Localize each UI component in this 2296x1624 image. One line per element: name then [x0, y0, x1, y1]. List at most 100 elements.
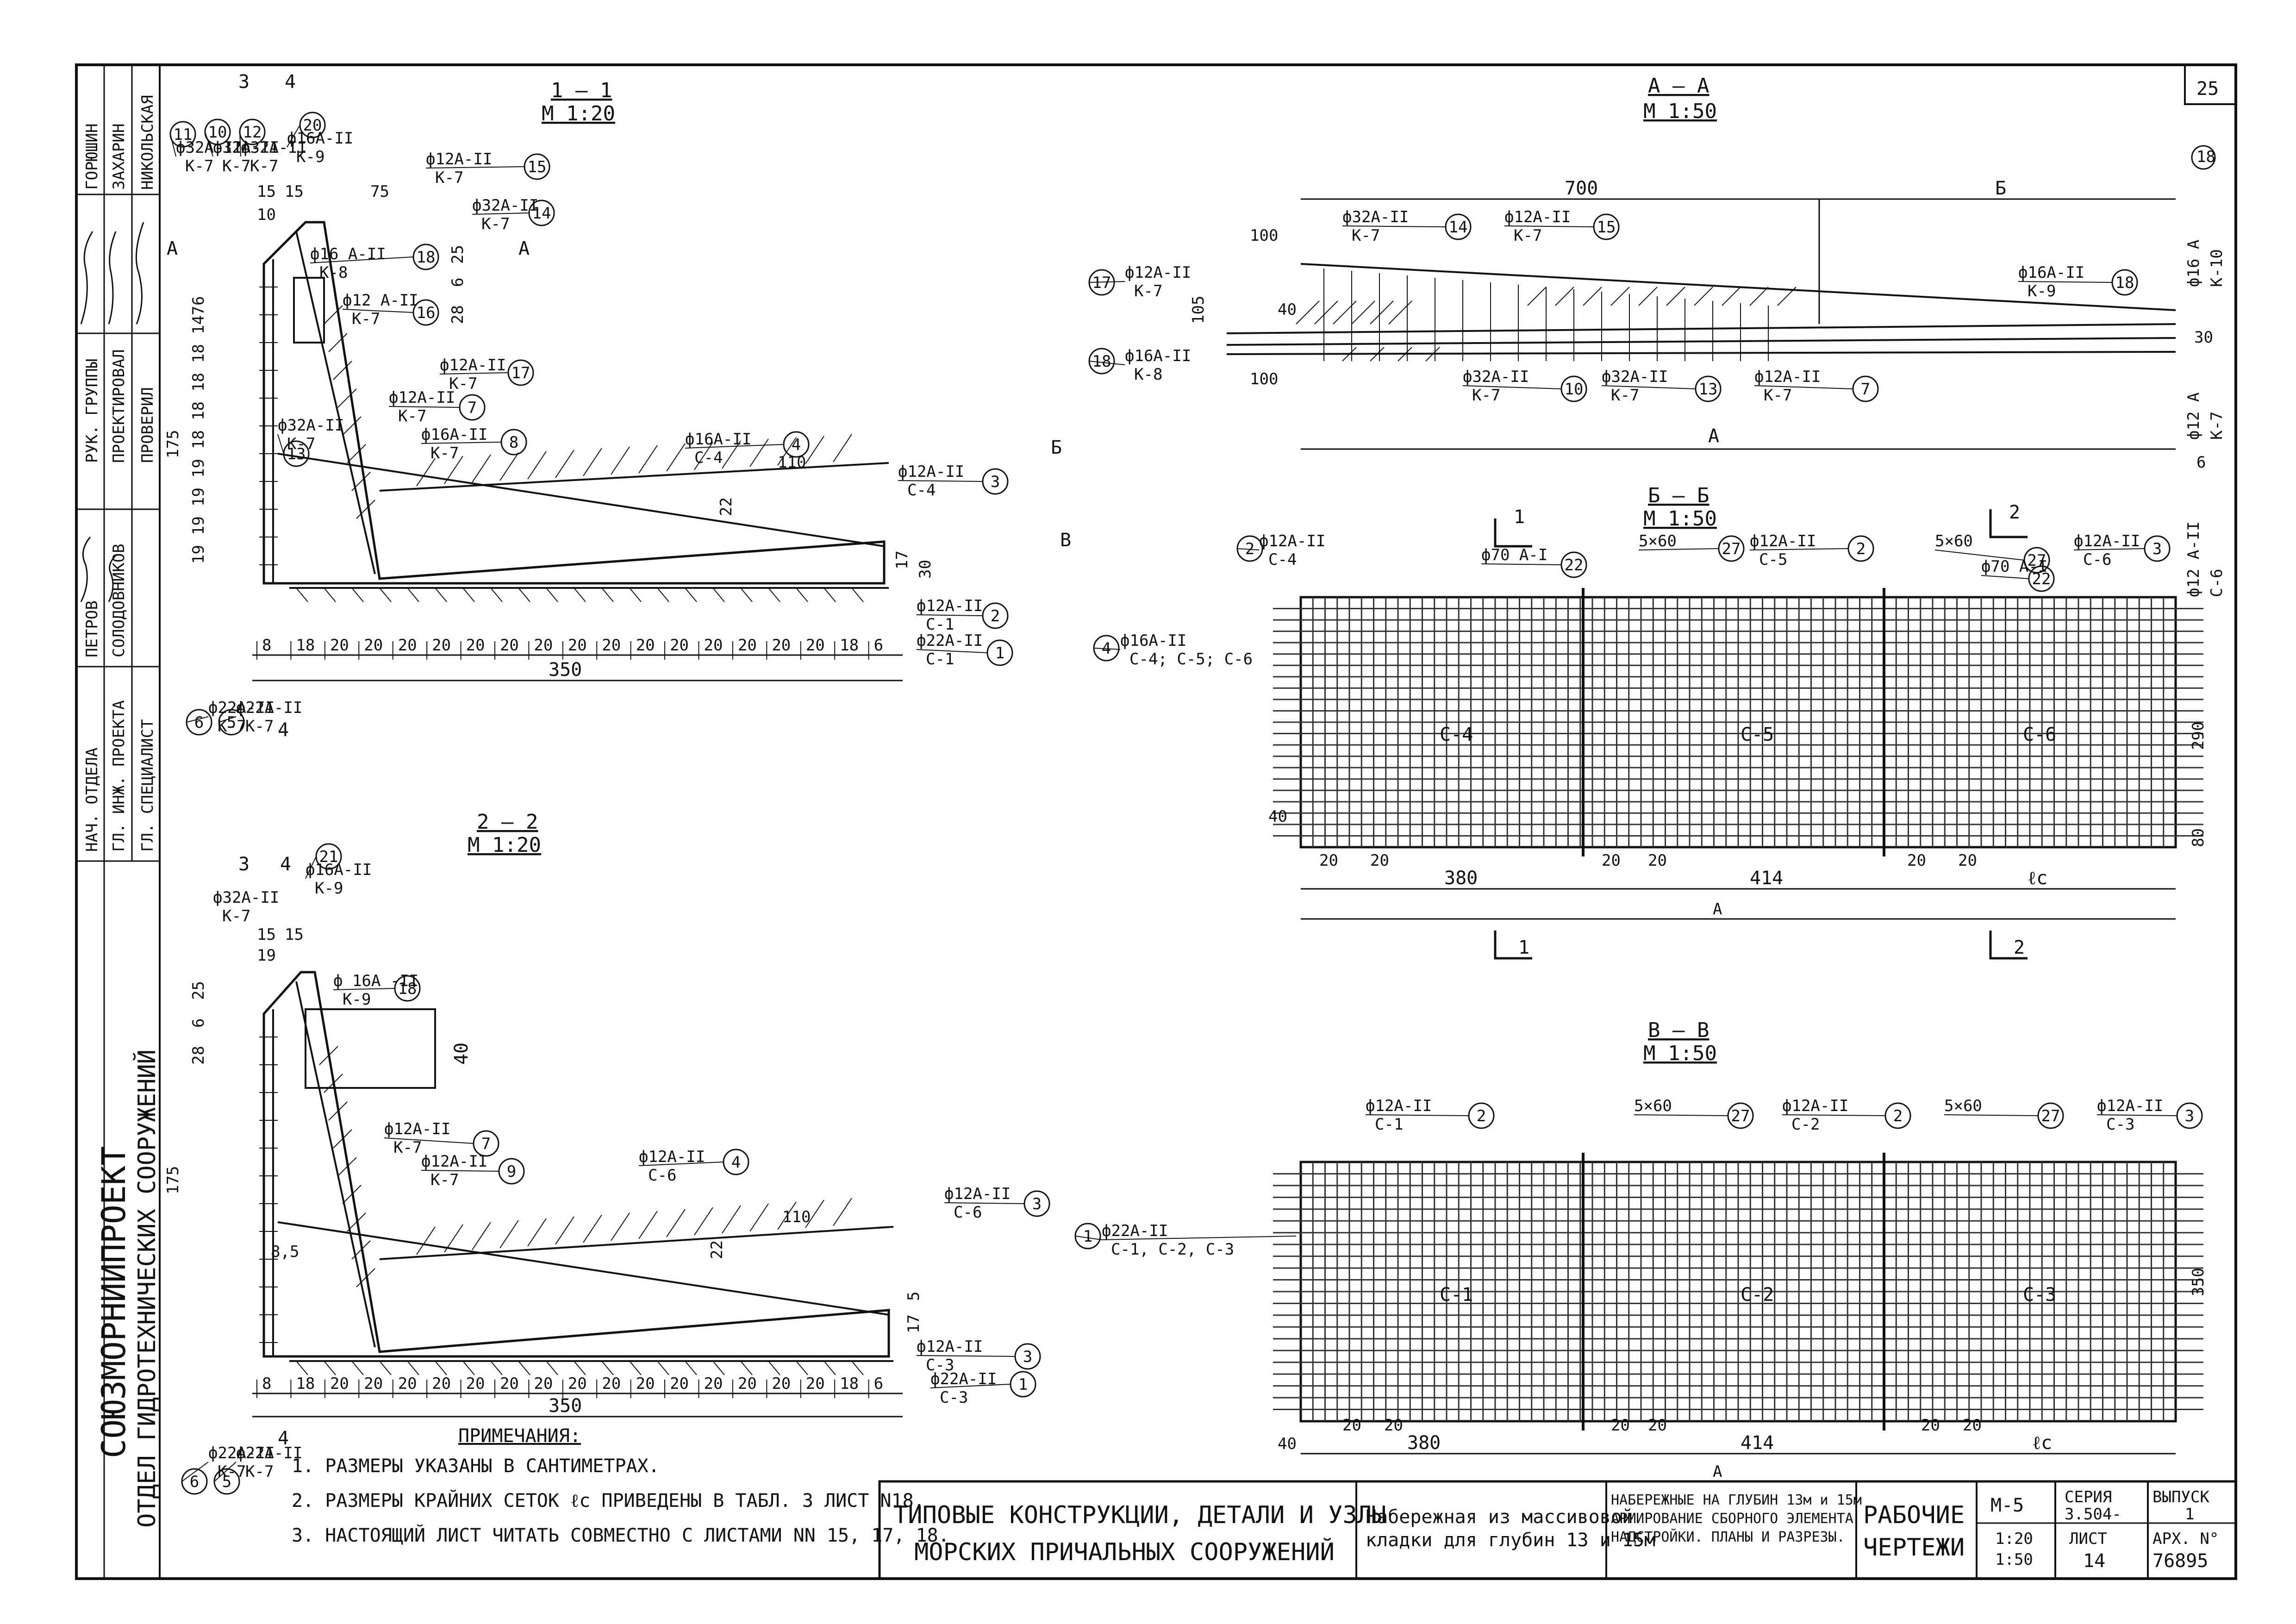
callout-2-2-6-label: ф22А-II — [208, 1444, 275, 1462]
callout-1-1-14-label: ф32А-II — [472, 196, 538, 215]
section-b-b-dim-414: 414 — [1750, 868, 1783, 889]
callout-1-1-7-label: ф12А-II — [389, 388, 455, 407]
section-1-1-bottom-dim: 20 — [602, 636, 621, 655]
section-1-1-dim-350: 350 — [549, 659, 582, 681]
section-1-1-dim-15a: 15 — [257, 182, 276, 201]
title-sheet-label: ЛИСТ — [2069, 1530, 2107, 1548]
callout-bb-2b-sub: С-5 — [1759, 550, 1787, 569]
callout-2-2-21-sub: К-9 — [315, 879, 343, 898]
callout-2-2-9-label: ф12А-II — [421, 1152, 487, 1171]
callout-bb-22-number: 22 — [1565, 556, 1584, 575]
callout-1-1-16-number: 16 — [417, 304, 436, 322]
callout-1-1-5-number: 5 — [227, 713, 236, 732]
signature-name-4: ГОРЮШИН — [83, 124, 101, 190]
section-2-2-bottom-dim: 20 — [602, 1374, 621, 1393]
callout-2-2-5: ф22А-IIК-75 — [213, 1444, 302, 1495]
callout-1-1-1-underline — [916, 649, 988, 653]
callout-1-1-13-number: 13 — [287, 445, 306, 463]
section-2-2-dim-25: 25 — [189, 981, 208, 1000]
callout-vv-27b-label: 5×60 — [1944, 1097, 1982, 1115]
callout-1-1-4-underline — [685, 444, 784, 449]
signature-name-5: ЗАХАРИН — [110, 124, 128, 190]
callout-vv-3-number: 3 — [2185, 1107, 2194, 1125]
callout-1-1-1-number: 1 — [995, 644, 1004, 662]
section-2-2-dim-bot4: 4 — [278, 1428, 289, 1449]
section-a-a-dim-100b: 100 — [1250, 370, 1278, 388]
section-v-v-mesh — [1273, 1153, 2203, 1430]
section-b-b-scale: М 1:50 — [1643, 507, 1717, 531]
section-2-2-rebar-top — [379, 1226, 894, 1260]
callout-2-2-5-underline — [214, 1462, 237, 1482]
section-b-b-title: Б — Б — [1648, 484, 1709, 507]
callout-vv-27b-number: 27 — [2041, 1107, 2060, 1125]
section-2-2-dim-19: 19 — [257, 946, 276, 965]
section-2-2-dim-110: 110 — [782, 1208, 811, 1226]
section-b-b-panel-1: С-4 — [1440, 724, 1473, 745]
callout-2-2-18-number: 18 — [398, 980, 417, 998]
callout-2-2-7-underline — [384, 1137, 474, 1144]
section-a-a-dim-105: 105 — [1189, 296, 1208, 324]
section-1-1-dim-bot4: 4 — [278, 719, 289, 741]
signature-role-1: НАЧ. ОТДЕЛА — [83, 748, 101, 852]
callout-bb-27b-underline — [1934, 550, 2025, 561]
section-v-v: В — В М 1:50 С-1 С-2 С-3 380 414 ℓс 20 2… — [1074, 1018, 2208, 1482]
callout-aa-13-sub: К-7 — [1611, 386, 1639, 405]
section-a-a-scale: М 1:50 — [1643, 100, 1717, 123]
callout-1-1-13-label: ф32А-II — [278, 416, 344, 435]
title-sheet-desc3: НАДСТРОЙКИ. ПЛАНЫ И РАЗРЕЗЫ. — [1611, 1529, 1845, 1545]
section-1-1-left-dim: 18 — [189, 401, 208, 420]
callout-aa-7-sub: К-7 — [1764, 386, 1792, 405]
callout-2-2-1-number: 1 — [1018, 1375, 1028, 1394]
callout-vv-3-underline — [2096, 1114, 2177, 1116]
section-a-a-rebar-3 — [1226, 351, 2176, 355]
svg-text:1: 1 — [1518, 937, 1529, 958]
callout-aa-18-sub: К-9 — [2028, 282, 2056, 300]
callout-bb-22b-number: 22 — [2032, 570, 2051, 588]
callout-bb-2: ф12А-IIС-42 — [1236, 532, 1325, 569]
section-2-2-rebar-lean — [295, 981, 376, 1348]
section-a-a-rebar-2 — [1226, 337, 2176, 346]
section-a-a-hatch — [1296, 287, 1797, 362]
section-b-b-right-label-k: С-6 — [2208, 569, 2226, 597]
callout-aa-7-label: ф12А-II — [1754, 368, 1821, 386]
callout-1-1-18-sub: К-8 — [319, 263, 348, 282]
callout-1-1-15: ф12А-IIК-715 — [425, 150, 550, 187]
section-b-b-dim-20e: 20 — [1907, 851, 1926, 870]
callout-1-1-15-number: 15 — [528, 158, 547, 176]
section-1-1-left-dim: 18 — [189, 430, 208, 449]
callout-2-2-3b-label: ф12А-II — [917, 1337, 983, 1356]
section-2-2-title: 2 — 2 — [477, 810, 538, 834]
title-object-line1: Набережная из массивовой — [1366, 1506, 1633, 1528]
callout-1-1-15-underline — [425, 166, 525, 169]
callout-2-2-18-underline — [333, 988, 395, 990]
callout-2-2-21-number: 21 — [319, 848, 338, 866]
section-1-1-bottom-dim: 18 — [840, 636, 859, 655]
section-1-1-left-dim: 19 — [189, 487, 208, 506]
section-b-b-panel-3: С-6 — [2023, 724, 2056, 745]
section-1-1-mark-a2: А — [518, 238, 530, 259]
signature-scribble-1 — [80, 537, 91, 602]
callout-1-1-2-number: 2 — [991, 607, 1000, 625]
callout-2-2-7-sub: К-7 — [393, 1138, 422, 1157]
section-a-a-stirrups — [1323, 269, 1769, 361]
callout-1-1-15-label: ф12А-II — [426, 150, 492, 169]
section-1-1-void — [293, 277, 325, 344]
callout-aa-18-label: ф16А-II — [2018, 263, 2084, 282]
signature-name-1: ПЕТРОВ — [83, 600, 101, 657]
section-1-1-dim-25: 25 — [449, 245, 467, 264]
callout-bb-27b-label: 5×60 — [1935, 532, 1973, 550]
section-v-v-dim-20d: 20 — [1648, 1416, 1667, 1435]
callout-2-2-6-underline — [181, 1462, 209, 1482]
callout-1-1-16-sub: К-7 — [352, 310, 380, 328]
callout-1-1-14-underline — [472, 212, 530, 215]
callout-vv-2b-underline — [1782, 1114, 1886, 1116]
callout-1-1-2-sub: С-1 — [926, 615, 954, 634]
section-1-1-mark-a: А — [167, 238, 178, 259]
callout-2-2-4-number: 4 — [731, 1153, 741, 1172]
